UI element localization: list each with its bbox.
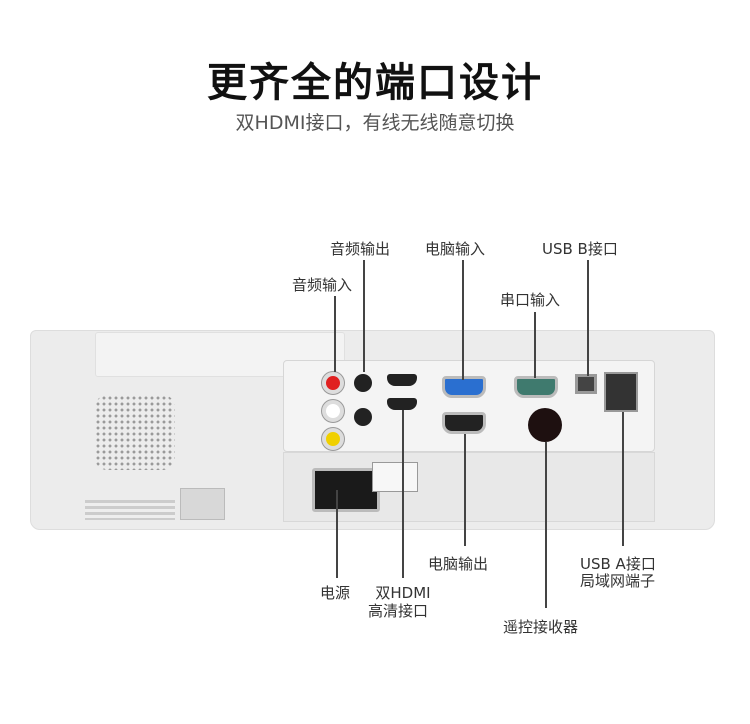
audio-in-white-port xyxy=(322,400,344,422)
label-audio-out: 音频输出 xyxy=(330,240,391,258)
video-in-port xyxy=(322,428,344,450)
label-audio-in: 音频输入 xyxy=(292,276,353,294)
label-usb-a: USB A接口 xyxy=(580,555,656,573)
leader-line xyxy=(545,442,547,608)
usb-b-port xyxy=(575,374,597,394)
audio-in-red-port xyxy=(322,372,344,394)
leader-line xyxy=(622,412,624,546)
label-usb-b: USB B接口 xyxy=(542,240,618,258)
leader-line xyxy=(402,410,404,578)
bottom-vent xyxy=(85,500,175,520)
vent xyxy=(180,488,225,520)
pc-in-port xyxy=(442,376,486,398)
label-hdmi-1: 双HDMI xyxy=(375,584,431,602)
label-power: 电源 xyxy=(320,584,351,602)
leader-line xyxy=(587,260,589,376)
warning-label xyxy=(372,462,418,492)
leader-line xyxy=(363,260,365,372)
leader-line xyxy=(334,296,336,372)
usb-a-lan-port xyxy=(604,372,638,412)
label-remote: 遥控接收器 xyxy=(503,618,579,636)
label-pc-in: 电脑输入 xyxy=(425,240,486,258)
serial-port xyxy=(514,376,558,398)
pc-out-port xyxy=(442,412,486,434)
page-subtitle: 双HDMI接口，有线无线随意切换 xyxy=(235,112,515,134)
label-serial-in: 串口输入 xyxy=(500,291,561,309)
label-hdmi-2: 高清接口 xyxy=(368,602,429,620)
power-socket xyxy=(312,468,380,512)
leader-line xyxy=(534,312,536,378)
leader-line xyxy=(462,260,464,380)
speaker-grille xyxy=(95,395,175,470)
audio-in2-port xyxy=(354,408,372,426)
leader-line xyxy=(336,490,338,578)
leader-line xyxy=(464,434,466,546)
hdmi-port-1 xyxy=(387,374,417,386)
page-title: 更齐全的端口设计 xyxy=(207,60,543,106)
ir-receiver xyxy=(528,408,562,442)
audio-out-port xyxy=(354,374,372,392)
label-lan: 局域网端子 xyxy=(580,572,656,590)
label-pc-out: 电脑输出 xyxy=(428,555,489,573)
hdmi-port-2 xyxy=(387,398,417,410)
